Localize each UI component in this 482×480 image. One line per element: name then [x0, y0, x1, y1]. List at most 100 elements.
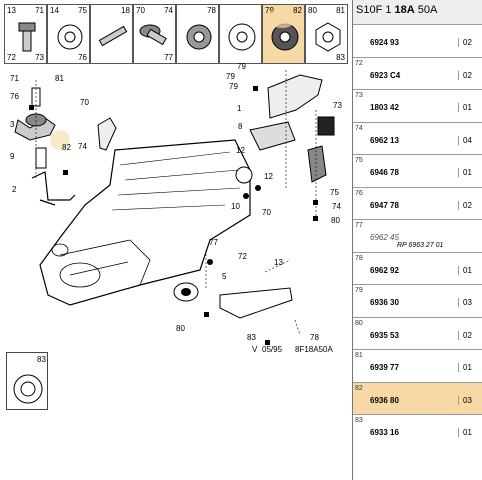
part-reference: 6939 77 — [370, 363, 399, 372]
callout-73: 73 — [333, 101, 342, 110]
callout-9: 9 — [10, 152, 15, 161]
part-index: 82 — [355, 384, 363, 392]
part-row[interactable]: 78 6962 92 01 — [353, 251, 482, 285]
part-reference: 6924 93 — [370, 38, 399, 47]
part-row[interactable]: 81 6939 77 01 — [353, 349, 482, 382]
thumbnail[interactable] — [219, 4, 262, 64]
inset-nut: 83 — [6, 352, 48, 410]
part-index: 81 — [355, 352, 363, 359]
thumbnail-number: 80 — [308, 6, 317, 15]
callout-75: 75 — [330, 188, 339, 197]
washer-icon — [57, 24, 83, 50]
part-row[interactable]: 6924 93 02 — [353, 24, 482, 57]
callout-78: 78 — [310, 333, 319, 342]
callout-77: 77 — [209, 238, 218, 247]
part-reference: 1803 42 — [370, 103, 399, 112]
part-reference: 6962 45 — [370, 233, 399, 242]
part-index: 80 — [355, 319, 363, 327]
part-replacement: RP 6963 27 01 — [397, 242, 444, 249]
callout-83-inset: 83 — [37, 355, 46, 364]
flange-bolt-icon — [139, 24, 167, 46]
lock-washer-icon — [186, 24, 212, 50]
model-header: S10F 1 18A 50A — [353, 0, 482, 24]
part-index: 77 — [355, 222, 363, 229]
part-index: 75 — [355, 157, 363, 164]
thumbnail-number: 78 — [207, 6, 216, 15]
part-index: 76 — [355, 189, 363, 197]
nut-icon — [315, 22, 341, 52]
thumbnail-number: 82 — [293, 6, 302, 15]
part-reference: 6935 53 — [370, 330, 399, 340]
thumbnail[interactable]: 78 — [176, 4, 219, 64]
callout-70a: 70 — [80, 98, 89, 107]
stud-icon — [98, 25, 128, 47]
part-quantity: 01 — [458, 363, 480, 372]
part-quantity: 02 — [458, 200, 480, 210]
header-code: 18A — [394, 4, 415, 16]
part-quantity: 02 — [458, 38, 480, 47]
callout-12b: 12 — [264, 172, 273, 181]
part-index: 79 — [355, 287, 363, 294]
thumbnail-number: 71 — [35, 6, 44, 15]
part-quantity: 01 — [458, 428, 480, 437]
thumbnail[interactable]: 18 — [90, 4, 133, 64]
part-index: 83 — [355, 417, 363, 424]
callout-74a: 74 — [78, 142, 87, 151]
part-quantity: 04 — [458, 135, 480, 145]
thumbnail-number: 13 — [7, 6, 16, 15]
callout-80a: 80 — [331, 216, 340, 225]
callout-3: 3 — [10, 120, 15, 129]
part-reference: 6923 C4 — [370, 70, 401, 80]
callout-5: 5 — [222, 272, 227, 281]
thumbnail-number: 73 — [35, 53, 44, 62]
callout-13: 13 — [274, 258, 283, 267]
part-index: 73 — [355, 92, 363, 99]
callout-10: 10 — [231, 202, 240, 211]
callout-70b: 70 — [262, 208, 271, 217]
callout-v: V — [252, 345, 258, 354]
header-prefix: S10F 1 — [356, 4, 392, 16]
part-row[interactable]: 83 6933 16 01 — [353, 414, 482, 447]
thumbnail-number: 77 — [164, 53, 173, 62]
thumbnail-number: 14 — [50, 6, 59, 15]
callout-82: 82 — [62, 143, 71, 152]
callout-2: 2 — [12, 185, 17, 194]
part-row[interactable]: 80 6935 53 02 — [353, 316, 482, 350]
part-index: 78 — [355, 254, 363, 262]
part-reference: 6962 92 — [370, 265, 399, 275]
thumbnail-number: 74 — [164, 6, 173, 15]
part-reference: 6933 16 — [370, 428, 399, 437]
callout-8: 8 — [238, 122, 243, 131]
part-quantity: 02 — [458, 330, 480, 340]
part-reference: 6947 78 — [370, 200, 399, 210]
callout-code: 8F18A50A — [295, 345, 333, 354]
part-quantity: 01 — [458, 168, 480, 177]
callout-79a: 79 — [237, 62, 246, 71]
part-quantity: 03 — [458, 395, 480, 405]
part-reference: 6936 80 — [370, 395, 399, 405]
thick-washer-icon — [271, 23, 299, 51]
part-row[interactable]: 72 6923 C4 02 — [353, 56, 482, 90]
part-index: 72 — [355, 59, 363, 67]
part-quantity: 01 — [458, 265, 480, 275]
callout-12a: 12 — [236, 146, 245, 155]
part-row[interactable]: 76 6947 78 02 — [353, 186, 482, 220]
part-quantity: 02 — [458, 70, 480, 80]
part-row[interactable]: 82 6936 80 03 — [353, 381, 482, 414]
part-reference: 6962 13 — [370, 135, 399, 145]
thumbnail-number: 81 — [336, 6, 345, 15]
flat-washer-icon — [228, 23, 256, 51]
callout-83: 83 — [247, 333, 256, 342]
engine-drawing — [14, 70, 335, 345]
callout-79b: 79 — [226, 72, 235, 81]
